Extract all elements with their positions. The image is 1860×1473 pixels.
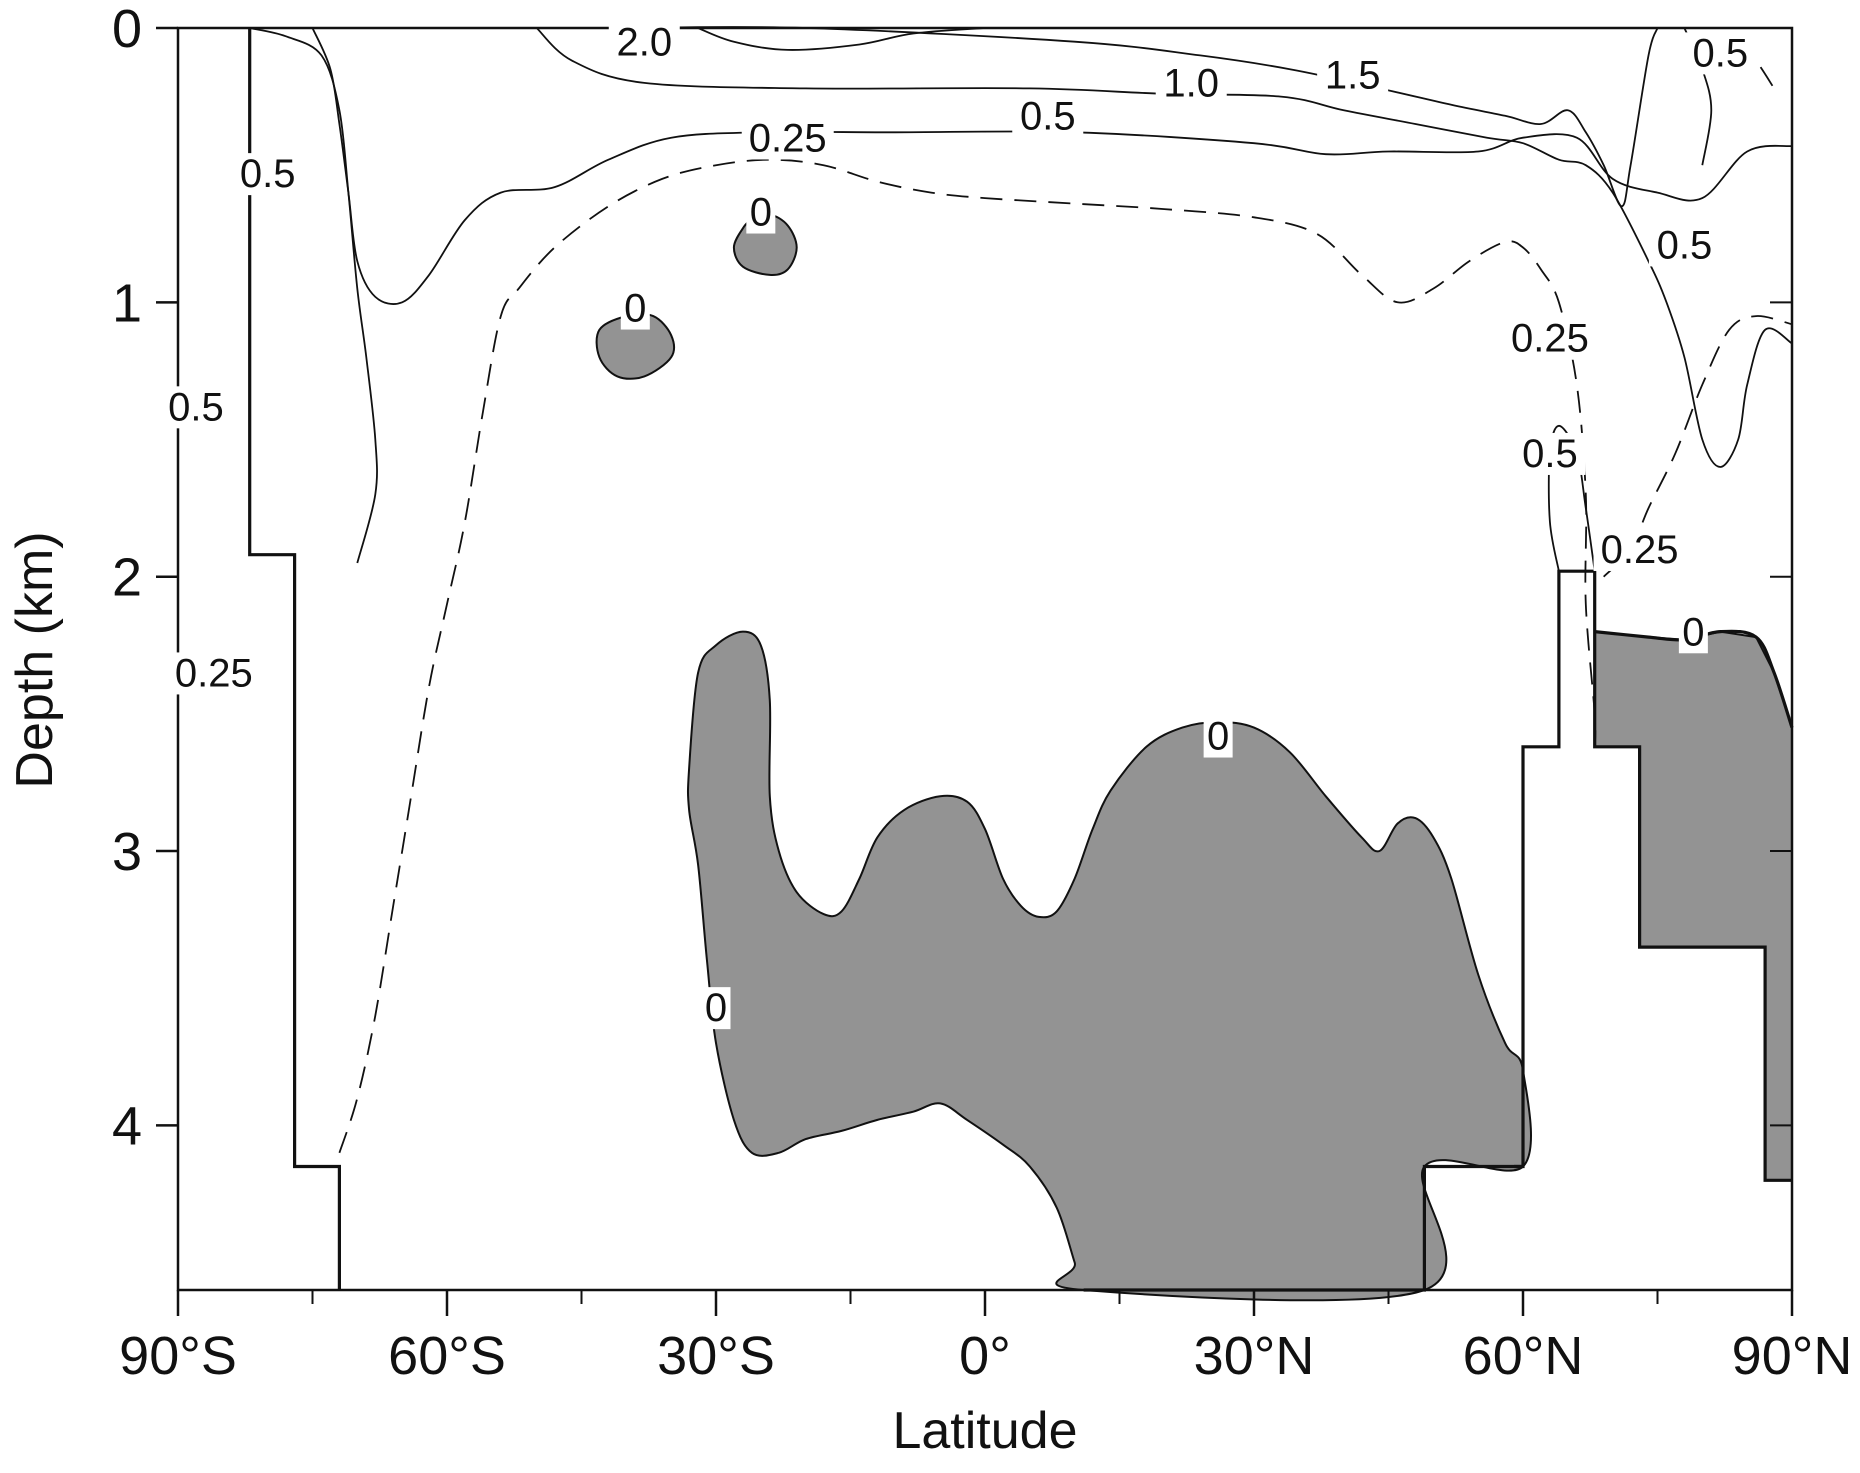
contour-label: 0.5 — [240, 152, 296, 196]
axis-ticks: 90°S 60°S 30°S 0° 30°N 60°N 90°N 0 1 2 3 4 — [112, 0, 1852, 1386]
contour-label-bg — [1593, 528, 1686, 571]
contour-label-bg — [1317, 54, 1389, 97]
contour-label: 0.5 — [1692, 31, 1748, 75]
shaded-region-blob-lower — [595, 313, 676, 380]
contour-label-bg — [746, 191, 776, 234]
shaded-region-arctic-zero — [1593, 630, 1793, 1182]
contour-label-bg — [608, 21, 680, 64]
contour-label: 0.5 — [1657, 223, 1713, 267]
contour-0.25-7 — [338, 158, 1597, 1154]
contour-label: 0 — [750, 191, 772, 235]
topography-northern-ridge — [1514, 569, 1792, 1182]
x-axis-title: Latitude — [892, 1402, 1077, 1460]
x-tick-label: 60°N — [1463, 1326, 1584, 1386]
x-tick-label: 90°N — [1732, 1326, 1853, 1386]
contour-label-bg — [1678, 611, 1708, 654]
contour-label: 0.5 — [1020, 95, 1076, 139]
contour-label: 0.25 — [1601, 528, 1679, 572]
contour-label-bg — [232, 153, 304, 196]
y-tick-label: 3 — [112, 822, 142, 882]
contour-2-4 — [697, 27, 986, 51]
contour-label-bg — [1203, 715, 1233, 758]
contour-label: 0.25 — [1511, 317, 1589, 361]
contour-label: 0.5 — [1522, 432, 1578, 476]
contour-label: 0 — [624, 287, 646, 331]
contour-label: 0.25 — [175, 651, 253, 695]
contour-label-bg — [1648, 224, 1720, 267]
contour-label: 0.5 — [168, 385, 224, 429]
y-tick-label: 1 — [112, 273, 142, 333]
topography-arctic-shelf-top — [1594, 629, 1794, 729]
contour-label-bg — [1514, 432, 1586, 475]
contour-label-bg — [741, 117, 834, 160]
contour-label-bg — [160, 386, 232, 429]
contour-label: 0.25 — [749, 116, 827, 160]
contour-label-bg — [1684, 32, 1756, 75]
shaded-regions — [595, 213, 1793, 1302]
contour-label: 0 — [1682, 610, 1704, 654]
contour-0.5-1 — [311, 27, 1793, 305]
y-tick-label: 2 — [112, 548, 142, 608]
contour-label: 0 — [1207, 715, 1229, 759]
contour-0.5-0 — [249, 27, 378, 564]
contour-label-bg — [701, 987, 731, 1030]
contour-label-bg — [1503, 317, 1596, 360]
x-tick-label: 30°N — [1194, 1326, 1315, 1386]
contour-label: 2.0 — [616, 20, 672, 64]
contour-1-2 — [536, 27, 1793, 468]
topography-lines — [248, 28, 1794, 1292]
contour-1.5-3 — [626, 26, 1659, 208]
x-tick-label: 0° — [959, 1326, 1011, 1386]
x-tick-label: 30°S — [657, 1326, 775, 1386]
shaded-region-abyssal-zero — [686, 630, 1533, 1302]
x-tick-label: 90°S — [119, 1326, 237, 1386]
y-tick-label: 4 — [112, 1096, 142, 1156]
contour-label: 1.5 — [1325, 53, 1381, 97]
contour-label-bg — [1155, 62, 1227, 105]
topography-southern-boundary — [248, 28, 341, 1290]
contour-label-bg — [167, 652, 260, 695]
x-tick-label: 60°S — [388, 1326, 506, 1386]
y-axis-title: Depth (km) — [6, 531, 64, 788]
contour-label: 1.0 — [1163, 62, 1219, 106]
contour-label: 0 — [705, 986, 727, 1030]
y-tick-label: 0 — [112, 0, 142, 59]
contour-label-bg — [620, 287, 650, 330]
contour-label-bg — [1012, 95, 1084, 138]
